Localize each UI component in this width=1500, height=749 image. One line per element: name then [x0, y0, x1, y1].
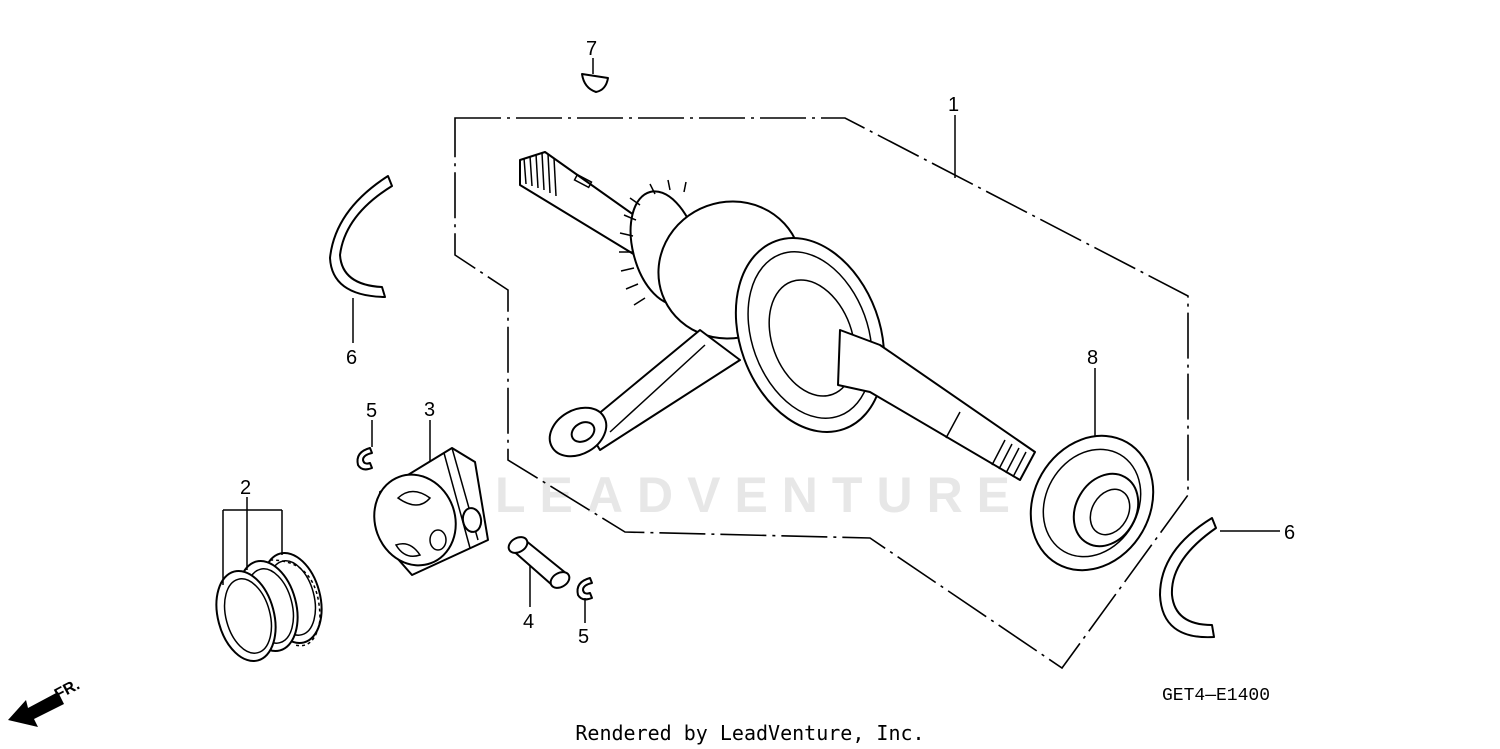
crankshaft-assembly-boundary — [454, 117, 1189, 670]
piston-pin-icon[interactable] — [506, 534, 572, 591]
woodruff-key-icon[interactable] — [581, 73, 609, 93]
oil-seal-right-icon[interactable] — [1159, 517, 1217, 639]
clip-lower-icon[interactable] — [576, 577, 593, 601]
callout-3[interactable]: 3 — [424, 399, 435, 421]
callout-2[interactable]: 2 — [240, 477, 251, 499]
leader-line-2 — [222, 497, 283, 585]
callout-8[interactable]: 8 — [1087, 347, 1098, 369]
bearing-icon[interactable] — [1007, 413, 1177, 592]
oil-seal-left-icon[interactable] — [329, 175, 393, 298]
crankshaft-icon[interactable] — [519, 151, 1036, 481]
callout-7[interactable]: 7 — [586, 38, 597, 60]
clip-upper-icon[interactable] — [356, 447, 373, 471]
callout-6-right[interactable]: 6 — [1284, 522, 1295, 544]
callout-4[interactable]: 4 — [523, 611, 534, 633]
watermark-text: LEADVENTURE — [495, 467, 1024, 523]
front-direction-arrow-icon — [8, 692, 64, 727]
footer-credit: Rendered by LeadVenture, Inc. — [575, 721, 924, 745]
diagram-code: GET4—E1400 — [1162, 686, 1270, 706]
callout-5-lower[interactable]: 5 — [578, 626, 589, 648]
callout-1[interactable]: 1 — [948, 94, 959, 116]
piston-rings-icon[interactable] — [207, 546, 331, 667]
callout-6-left[interactable]: 6 — [346, 347, 357, 369]
callout-5-upper[interactable]: 5 — [366, 400, 377, 422]
piston-icon[interactable] — [362, 447, 489, 577]
